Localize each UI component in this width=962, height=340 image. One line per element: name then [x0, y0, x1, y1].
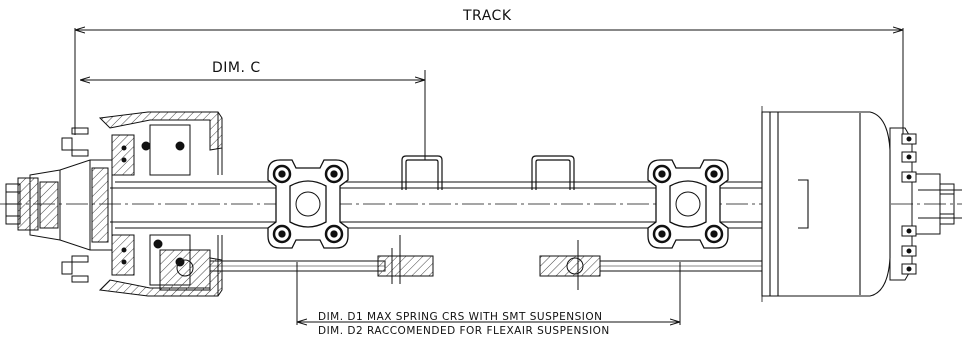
left-brake-drum-section [100, 112, 222, 296]
dim-c-dimension [80, 70, 425, 160]
spring-seat-left [268, 160, 348, 248]
dim-c-label: DIM. C [212, 60, 261, 76]
right-hub [890, 128, 962, 280]
u-bolt-right [532, 156, 574, 190]
camshaft-right [540, 240, 765, 290]
track-label: TRACK [463, 8, 512, 24]
spring-seat-right [648, 160, 728, 248]
dim-d1-label: DIM. D1 MAX SPRING CRS WITH SMT SUSPENSI… [318, 311, 603, 323]
right-brake-drum [762, 106, 890, 302]
dim-d-dimension [297, 262, 680, 325]
dim-d2-label: DIM. D2 RACCOMENDED FOR FLEXAIR SUSPENSI… [318, 325, 610, 337]
u-bolt-left [402, 156, 442, 190]
left-hub [6, 128, 112, 282]
